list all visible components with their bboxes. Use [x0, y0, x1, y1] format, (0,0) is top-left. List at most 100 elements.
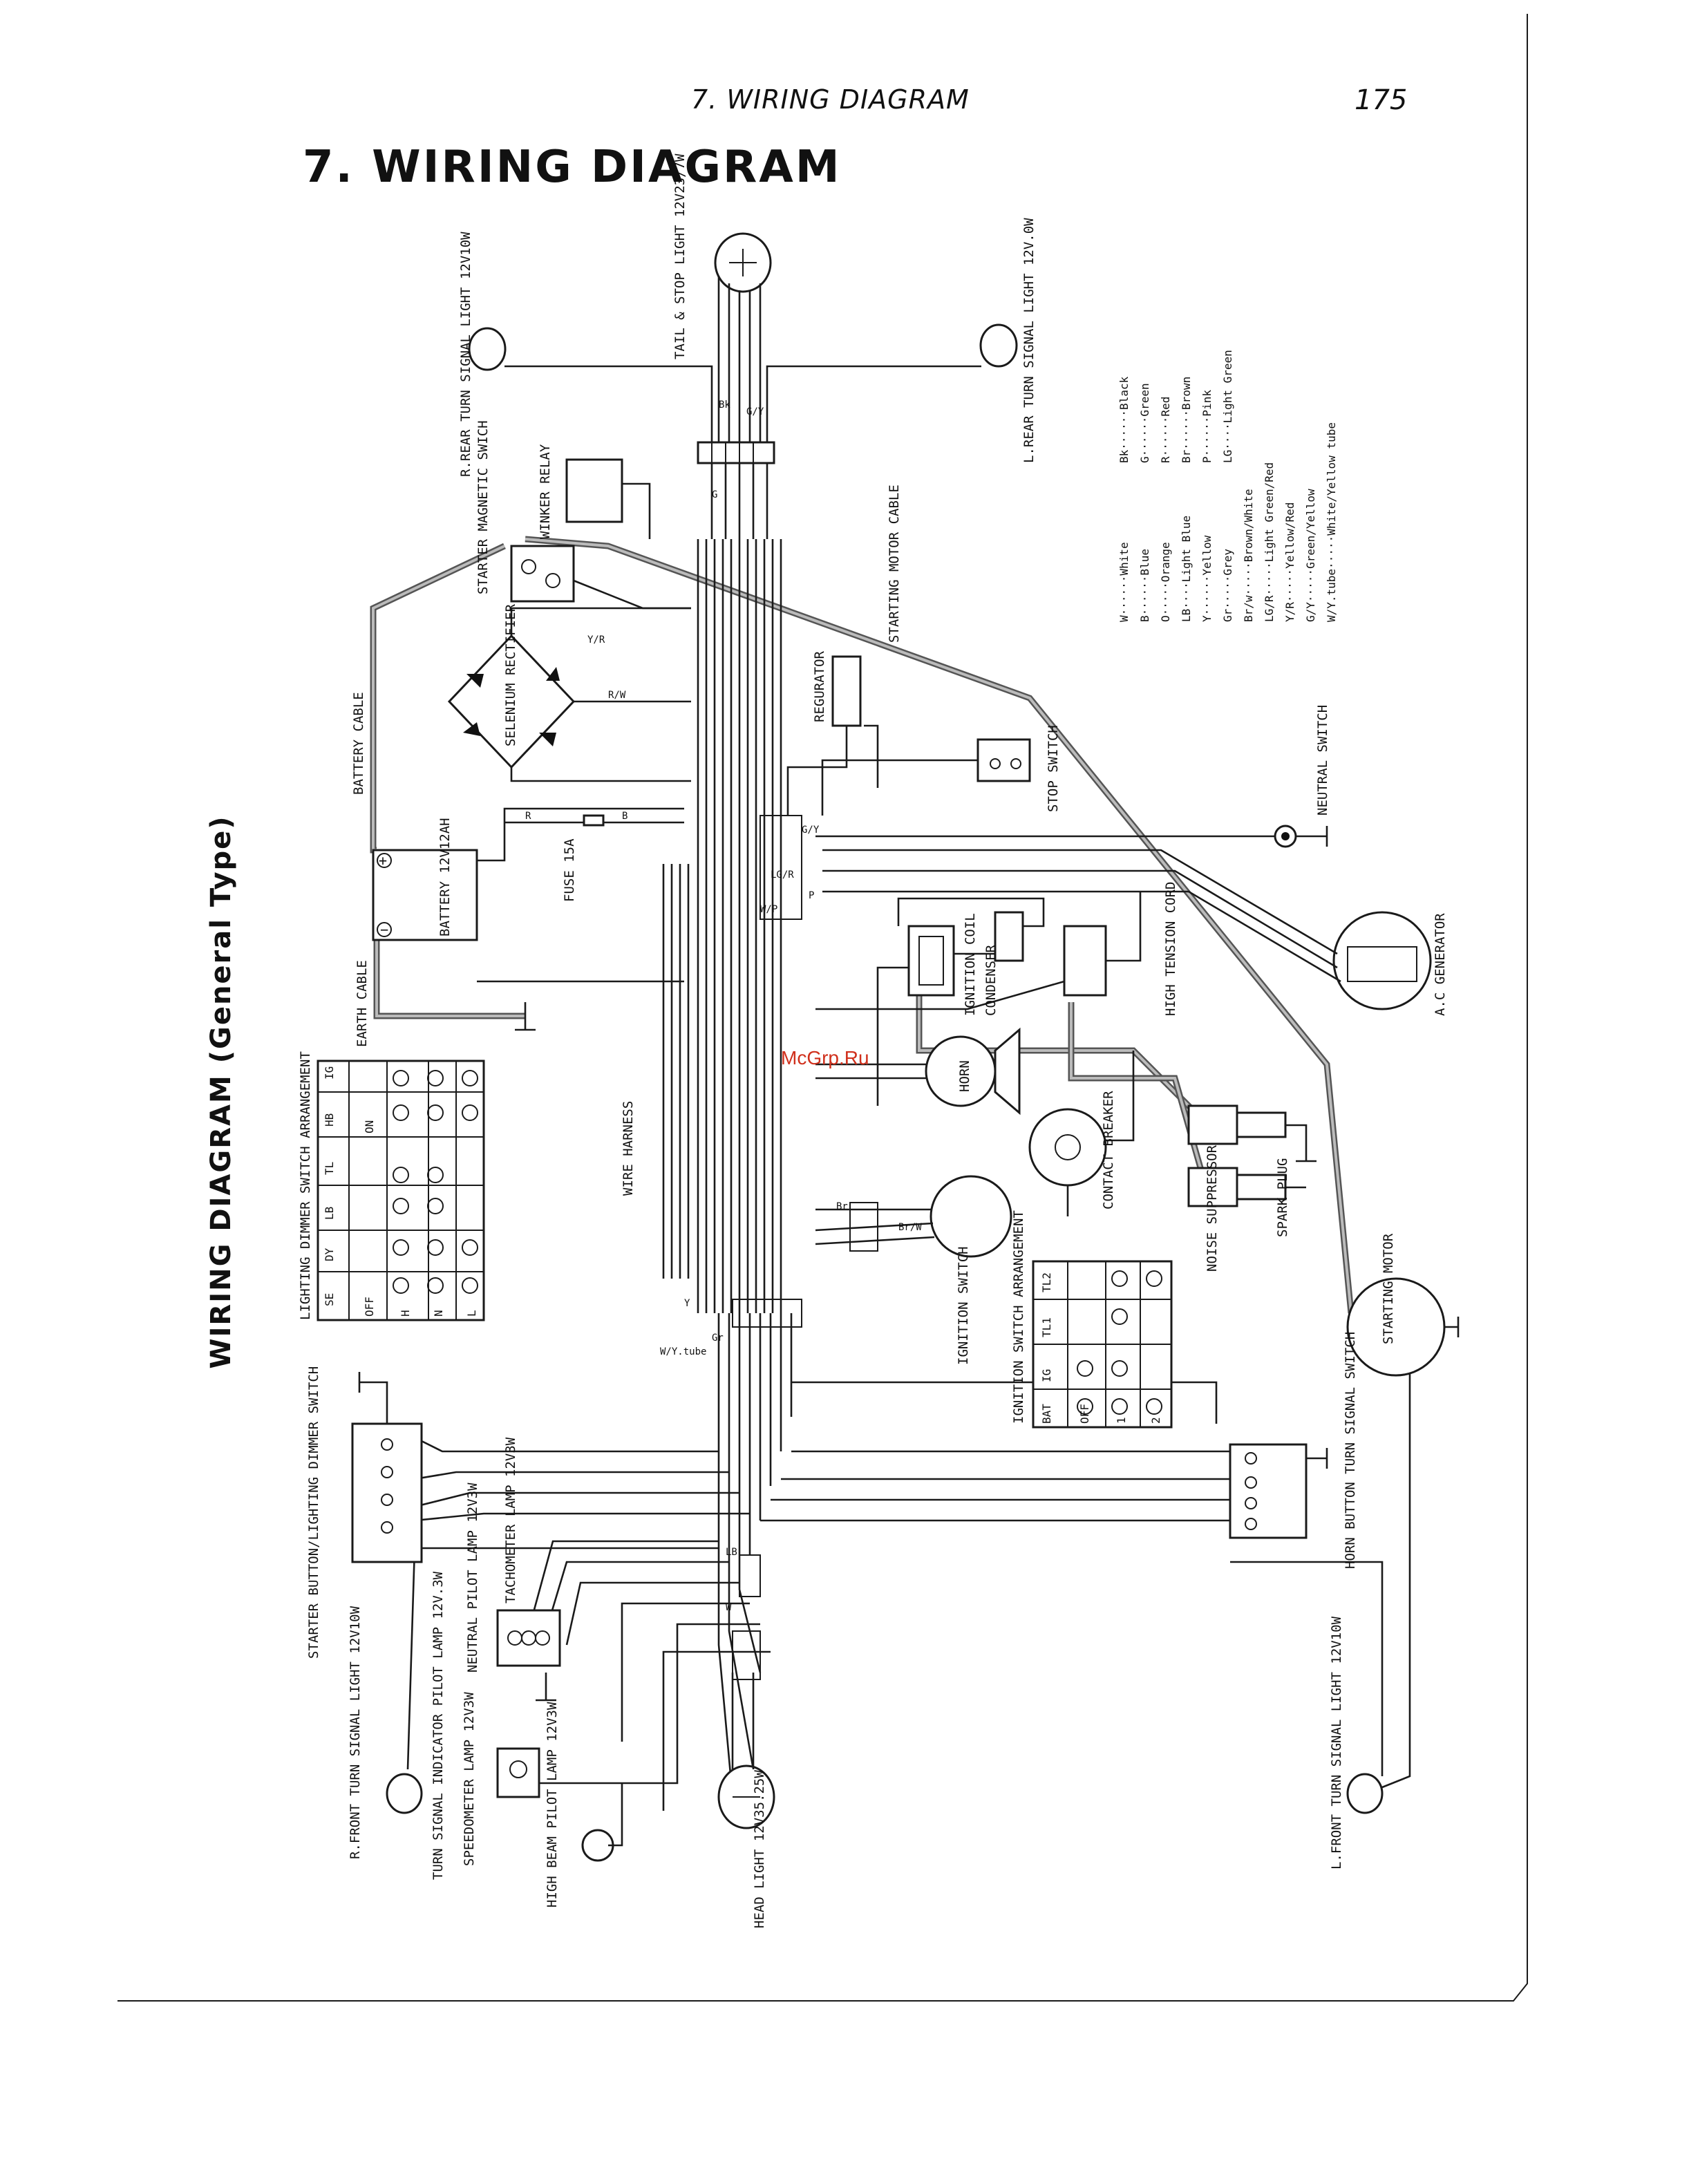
battery — [372, 807, 684, 941]
starter-button-dimmer-switch — [351, 1372, 423, 1563]
label-high-beam-lamp: HIGH BEAM PILOT LAMP 12V3W — [545, 1702, 560, 1908]
tail-stop-light — [714, 232, 772, 442]
label-head-light: HEAD LIGHT 12V35.25W — [752, 1770, 767, 1928]
winker-relay — [565, 458, 651, 539]
label-noise-suppressor: NOISE SUPPRESSOR — [1205, 1145, 1220, 1272]
tail-connectors — [697, 441, 775, 539]
wire-color-labels: Bk G/Y G Y/R R/W R B LG/R W/P Gr LB Y W/… — [525, 399, 922, 1613]
col-hb: HB — [323, 1113, 336, 1127]
label-stop-switch: STOP SWITCH — [1046, 725, 1061, 812]
label-neutral-pilot-lamp: NEUTRAL PILOT LAMP 12V3W — [465, 1482, 480, 1673]
label-ac-generator: A.C GENERATOR — [1433, 913, 1448, 1016]
label-winker-relay: WINKER RELAY — [538, 444, 553, 539]
earth-symbol-battery — [515, 1002, 536, 1031]
wire-label-13: W/Y.tube — [660, 1346, 706, 1357]
r-front-turn-signal — [386, 1773, 423, 1814]
row-on: ON — [363, 1120, 376, 1133]
row-h: H — [399, 1310, 412, 1317]
label-tail-stop-light: TAIL & STOP LIGHT 12V23/7W — [672, 153, 688, 359]
col-tl2: TL2 — [1040, 1272, 1053, 1292]
component-labels: TAIL & STOP LIGHT 12V23/7W R.REAR TURN S… — [306, 153, 1448, 1928]
label-contact-breaker: CONTACT BREAKER — [1101, 1091, 1116, 1209]
col-se: SE — [323, 1293, 336, 1306]
fuse — [504, 814, 684, 827]
legend-gr: Gr·····Grey — [1221, 549, 1234, 622]
ignition-coil — [876, 912, 997, 1106]
row-off: OFF — [363, 1297, 376, 1317]
ignition-switch-table: BAT IG TL1 TL2 OFF 1 2 IGNITION SWITCH A… — [1011, 1210, 1173, 1429]
row-2: 2 — [1149, 1417, 1162, 1424]
label-r-rear-turn: R.REAR TURN SIGNAL LIGHT 12V10W — [458, 232, 473, 477]
r-rear-turn-signal — [468, 327, 713, 442]
head-light — [717, 1673, 775, 1829]
wire-label-14: Br — [836, 1201, 848, 1212]
selenium-rectifier — [447, 607, 691, 782]
label-turn-indicator-lamp: TURN SIGNAL INDICATOR PILOT LAMP 12V.3W — [431, 1571, 446, 1880]
legend-lg: LG····Light Green — [1221, 350, 1234, 463]
page-number: 175 — [1355, 84, 1408, 116]
battery-plus-icon: + — [379, 852, 387, 869]
wire-label-10: Gr — [712, 1333, 724, 1344]
stop-switch — [821, 738, 1031, 816]
legend-yr: Y/R·····Yellow/Red — [1283, 502, 1296, 622]
label-condenser: CONDENSER — [983, 944, 999, 1016]
starting-motor — [1346, 1277, 1460, 1377]
starting-motor-cable-route — [525, 536, 1355, 1314]
label-starter-magnetic-switch: STARTER MAGNETIC SWICH — [475, 420, 491, 594]
wire-harness-trunk — [662, 539, 782, 1313]
wire-label-12: Y — [684, 1298, 690, 1309]
high-tension-coil-2 — [815, 892, 1142, 1010]
row-n: N — [432, 1310, 445, 1317]
legend-gy: G/Y·····Green/Yellow — [1304, 489, 1317, 622]
col-ig: IG — [323, 1066, 336, 1080]
label-speedometer-lamp: SPEEDOMETER LAMP 12V3W — [462, 1692, 477, 1866]
col-tl1: TL1 — [1040, 1317, 1053, 1337]
col-lb: LB — [323, 1207, 336, 1220]
noise-suppressor — [1187, 1104, 1238, 1207]
label-l-rear-turn: L.REAR TURN SIGNAL LIGHT 12V.0W — [1021, 218, 1037, 463]
label-horn: HORN — [957, 1060, 972, 1092]
ac-generator — [822, 849, 1432, 1010]
col-dy: DY — [323, 1248, 336, 1261]
legend-r: R······Red — [1159, 397, 1172, 463]
legend-br: Br······Brown — [1180, 377, 1193, 463]
col-bat: BAT — [1040, 1404, 1053, 1424]
page-title: 7. WIRING DIAGRAM — [303, 142, 842, 193]
wire-label-16: G/Y — [802, 825, 820, 836]
battery-minus-icon: − — [380, 921, 388, 938]
row-l: L — [465, 1310, 478, 1317]
wire-label-11: LB — [726, 1547, 737, 1558]
wire-label-7: B — [622, 811, 628, 822]
wire-label-3: G — [712, 489, 717, 500]
legend-lb: LB····Light Blue — [1180, 516, 1193, 622]
color-legend: W······White B······Blue O·····Orange LB… — [1117, 350, 1338, 622]
legend-g: G······Green — [1138, 383, 1151, 463]
label-tachometer-lamp: TACHOMETER LAMP 12V3W — [503, 1437, 518, 1603]
wire-label-2: G/Y — [746, 406, 764, 417]
label-fuse: FUSE 15A — [562, 838, 577, 902]
col-tl: TL — [323, 1162, 336, 1175]
page-border — [117, 14, 1528, 2002]
col-ig2: IG — [1040, 1369, 1053, 1382]
row-1: 1 — [1115, 1417, 1128, 1424]
label-horn-button-switch: HORN BUTTON TURN SIGNAL SWITCH — [1343, 1332, 1358, 1569]
label-starter-button-switch: STARTER BUTTON/LIGHTING DIMMER SWITCH — [306, 1366, 321, 1659]
wire-label-5: R/W — [608, 690, 626, 701]
condenser — [897, 897, 1045, 962]
lighting-dimmer-table: IG HB TL LB DY SE OFF ON H N L LIGHTING … — [298, 1051, 485, 1321]
pilot-lamps — [496, 1609, 561, 1798]
wire-label-17: W — [726, 1602, 732, 1613]
label-earth-cable: EARTH CABLE — [355, 960, 370, 1047]
legend-brw: Br/w·····Brown/White — [1242, 489, 1255, 622]
legend-lgr: LG/R·····Light Green/Red — [1263, 462, 1276, 622]
wire-label-9: W/P — [760, 904, 777, 915]
wire-label-15: Br/W — [898, 1222, 922, 1233]
label-starting-motor: STARTING MOTOR — [1381, 1233, 1396, 1344]
neutral-switch — [815, 825, 1328, 848]
label-battery-cable: BATTERY CABLE — [351, 692, 366, 795]
label-starting-motor-cable: STARTING MOTOR CABLE — [887, 484, 902, 643]
label-neutral-switch: NEUTRAL SWITCH — [1315, 705, 1330, 816]
label-regurator: REGURATOR — [812, 650, 827, 722]
label-spark-plug: SPARK PLUG — [1275, 1158, 1290, 1237]
